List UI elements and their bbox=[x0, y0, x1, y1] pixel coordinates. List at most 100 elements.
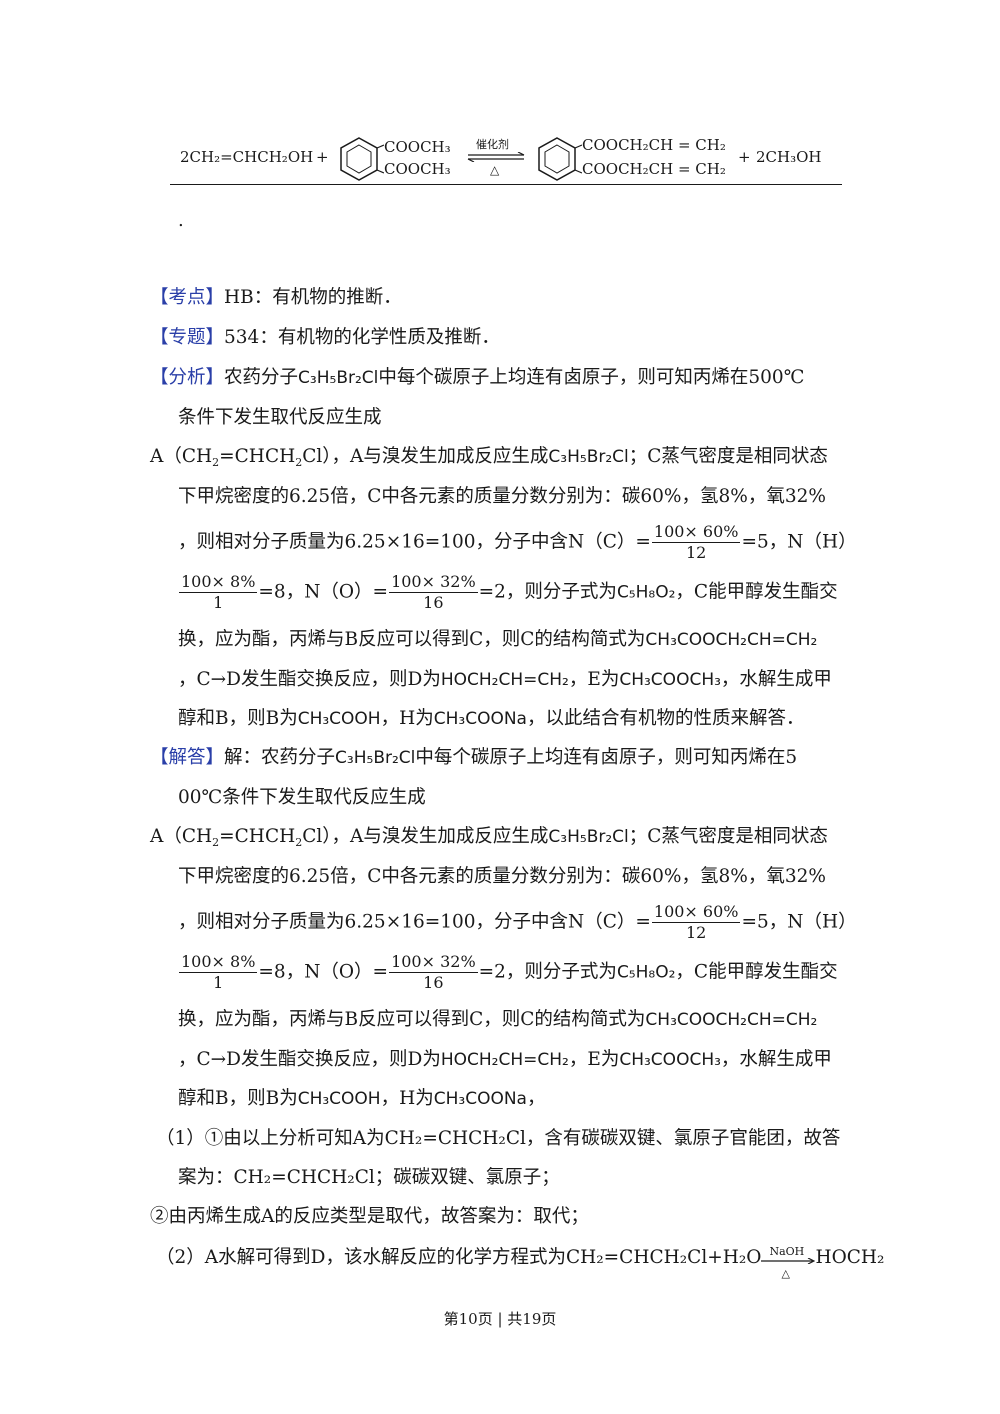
text: ，以此结合有机物的性质来解答． bbox=[526, 708, 805, 729]
text: ，C→D发生酯交换反应，则D为 bbox=[178, 1049, 441, 1070]
block-line-2: 下甲烷密度的6.25倍，C中各元素的质量分数分别为：碳60%，氢8%，氧32% bbox=[178, 486, 826, 507]
text: 换，应为酯，丙烯与B反应可以得到C，则C的结构简式为 bbox=[178, 629, 646, 650]
fraction: 100× 60%12 bbox=[651, 902, 741, 943]
text: =5，N（H） bbox=[741, 911, 857, 933]
plus-sign: + bbox=[316, 148, 329, 166]
block-line-5: 换，应为酯，丙烯与B反应可以得到C，则C的结构简式为CH₃COOCH₂CH=CH… bbox=[178, 628, 817, 652]
formula: C₅H₈O₂ bbox=[616, 582, 676, 603]
reaction-equation: 2CH₂=CHCH₂OH + COOCH₃ COOCH₃ 催化剂 △ COOCH… bbox=[170, 128, 842, 188]
fenxi-tag: 【分析】 bbox=[150, 367, 225, 388]
catalyst-label: 催化剂 bbox=[476, 138, 509, 151]
fraction-denominator: 1 bbox=[213, 593, 224, 612]
text: ；C蒸气密度是相同状态 bbox=[628, 826, 828, 847]
equation-underline bbox=[170, 184, 842, 185]
kaodian-tag: 【考点】 bbox=[150, 287, 225, 308]
text: =2，则分子式为 bbox=[478, 961, 617, 983]
formula: C₃H₅Br₂Cl bbox=[298, 368, 379, 388]
substituent-top: COOCH₃ bbox=[384, 138, 451, 156]
jieda-line-1: 【解答】解：农药分子C₃H₅Br₂Cl中每个碳原子上均连有卤原子，则可知丙烯在5 bbox=[150, 746, 797, 770]
benzene-ring-icon bbox=[340, 137, 384, 181]
text: =2，则分子式为 bbox=[478, 581, 617, 603]
product-substituent-top: COOCH₂CH = CH₂ bbox=[582, 136, 726, 154]
answer-1-line-2: 案为：CH₂=CHCH₂Cl；碳碳双键、氯原子； bbox=[178, 1167, 560, 1188]
fraction-denominator: 16 bbox=[423, 593, 444, 612]
text: ，H为 bbox=[380, 708, 434, 729]
formula: CH₃COOCH₃ bbox=[619, 1050, 721, 1070]
text: 换，应为酯，丙烯与B反应可以得到C，则C的结构简式为 bbox=[178, 1009, 646, 1030]
jieda-text-b: 中每个碳原子上均连有卤原子，则可知丙烯在5 bbox=[415, 747, 798, 768]
text: HOCH₂ bbox=[815, 1247, 885, 1268]
formula: HOCH₂CH=CH₂ bbox=[440, 1050, 569, 1070]
block-line-5: 换，应为酯，丙烯与B反应可以得到C，则C的结构简式为CH₃COOCH₂CH=CH… bbox=[178, 1008, 817, 1032]
fenxi-text-b: 中每个碳原子上均连有卤原子，则可知丙烯在500℃ bbox=[378, 367, 805, 388]
fraction: 100× 8%1 bbox=[179, 952, 258, 993]
formula: CH₃COONa bbox=[433, 1089, 527, 1109]
text: ，H为 bbox=[380, 1088, 434, 1109]
text: A（CH bbox=[150, 826, 213, 847]
heat-label: △ bbox=[490, 163, 500, 177]
fraction: 100× 32%16 bbox=[389, 572, 478, 613]
text: ，则相对分子质量为6.25×16=100，分子中含N（C）= bbox=[178, 531, 651, 553]
fraction: 100× 32%16 bbox=[389, 952, 478, 993]
text: =8，N（O）= bbox=[258, 581, 389, 603]
formula: CH₃COOH bbox=[297, 709, 381, 729]
text: =CHCH bbox=[219, 826, 296, 847]
trailing-period: . bbox=[178, 210, 184, 231]
text: ，则相对分子质量为6.25×16=100，分子中含N（C）= bbox=[178, 911, 651, 933]
formula: C₅H₈O₂ bbox=[616, 962, 676, 983]
page-footer: 第10页 | 共19页 bbox=[443, 1310, 557, 1328]
formula: CH₃COONa bbox=[433, 709, 527, 729]
jieda-line-2: 00℃条件下发生取代反应生成 bbox=[178, 787, 426, 808]
formula: CH₃COOH bbox=[297, 1089, 381, 1109]
formula: CH₃COOCH₂CH=CH₂ bbox=[645, 1010, 818, 1030]
formula: C₃H₅Br₂Cl bbox=[548, 447, 629, 467]
fenxi-line-2: 条件下发生取代反应生成 bbox=[178, 407, 382, 428]
text: ， bbox=[526, 1088, 546, 1109]
text: Cl），A与溴发生加成反应生成 bbox=[302, 446, 549, 467]
text: ，E为 bbox=[568, 669, 620, 690]
block-line-7: 醇和B，则B为CH₃COOH，H为CH₃COONa，以此结合有机物的性质来解答． bbox=[178, 707, 804, 731]
text: ，水解生成甲 bbox=[720, 669, 832, 690]
answer-1-line-3: ②由丙烯生成A的反应类型是取代，故答案为：取代； bbox=[150, 1206, 589, 1227]
plus-sign: + bbox=[738, 148, 751, 166]
text: A（CH bbox=[150, 446, 213, 467]
answer-1-line-1: （1）①由以上分析可知A为CH₂=CHCH₂Cl，含有碳碳双键、氯原子官能团，故… bbox=[156, 1128, 841, 1149]
block-line-2: 下甲烷密度的6.25倍，C中各元素的质量分数分别为：碳60%，氢8%，氧32% bbox=[178, 866, 826, 887]
text: =5，N（H） bbox=[741, 531, 857, 553]
fraction-numerator: 100× 8% bbox=[179, 952, 258, 973]
text: =CHCH bbox=[219, 446, 296, 467]
product-substituent-bottom: COOCH₂CH = CH₂ bbox=[582, 160, 726, 178]
block-line-1: A（CH2=CHCH2Cl），A与溴发生加成反应生成C₃H₅Br₂Cl；C蒸气密… bbox=[150, 826, 828, 849]
text: =8，N（O）= bbox=[258, 961, 389, 983]
block-line-6: ，C→D发生酯交换反应，则D为HOCH₂CH=CH₂，E为CH₃COOCH₃，水… bbox=[178, 1048, 832, 1072]
jieda-tag: 【解答】 bbox=[150, 747, 225, 768]
fraction-denominator: 12 bbox=[686, 543, 707, 562]
block-line-6: ，C→D发生酯交换反应，则D为HOCH₂CH=CH₂，E为CH₃COOCH₃，水… bbox=[178, 668, 832, 692]
fraction-numerator: 100× 60% bbox=[651, 902, 741, 923]
text: Cl），A与溴发生加成反应生成 bbox=[302, 826, 549, 847]
text: 醇和B，则B为 bbox=[178, 1088, 298, 1109]
block-line-4: 100× 8%1=8，N（O）=100× 32%16=2，则分子式为C₅H₈O₂… bbox=[178, 572, 838, 613]
block-line-3: ，则相对分子质量为6.25×16=100，分子中含N（C）=100× 60%12… bbox=[178, 902, 857, 943]
block-line-1: A（CH2=CHCH2Cl），A与溴发生加成反应生成C₃H₅Br₂Cl；C蒸气密… bbox=[150, 446, 828, 469]
jieda-text-a: 解：农药分子 bbox=[224, 747, 336, 768]
zhuanti-text: 534：有机物的化学性质及推断． bbox=[224, 327, 500, 348]
zhuanti-tag: 【专题】 bbox=[150, 327, 225, 348]
formula: CH₃COOCH₂CH=CH₂ bbox=[645, 630, 818, 650]
text: 醇和B，则B为 bbox=[178, 708, 298, 729]
fraction-numerator: 100× 32% bbox=[389, 572, 478, 593]
fraction-numerator: 100× 8% bbox=[179, 572, 258, 593]
kaodian-line: 【考点】HB：有机物的推断． bbox=[150, 286, 402, 310]
reactant-allyl-alcohol: 2CH₂=CHCH₂OH bbox=[180, 148, 314, 166]
arrow-icon bbox=[761, 1258, 816, 1264]
fraction-numerator: 100× 32% bbox=[389, 952, 478, 973]
text: （2）A水解可得到D，该水解反应的化学方程式为CH₂=CHCH₂Cl+H₂O bbox=[156, 1247, 762, 1268]
fraction-denominator: 16 bbox=[423, 973, 444, 992]
fraction-denominator: 12 bbox=[686, 923, 707, 942]
benzene-ring-icon bbox=[538, 137, 582, 181]
fenxi-text-a: 农药分子 bbox=[224, 367, 299, 388]
fraction: 100× 8%1 bbox=[179, 572, 258, 613]
condition-top: NaOH bbox=[769, 1245, 805, 1258]
fenxi-line-1: 【分析】农药分子C₃H₅Br₂Cl中每个碳原子上均连有卤原子，则可知丙烯在500… bbox=[150, 366, 804, 390]
reversible-arrow-icon bbox=[467, 152, 525, 162]
